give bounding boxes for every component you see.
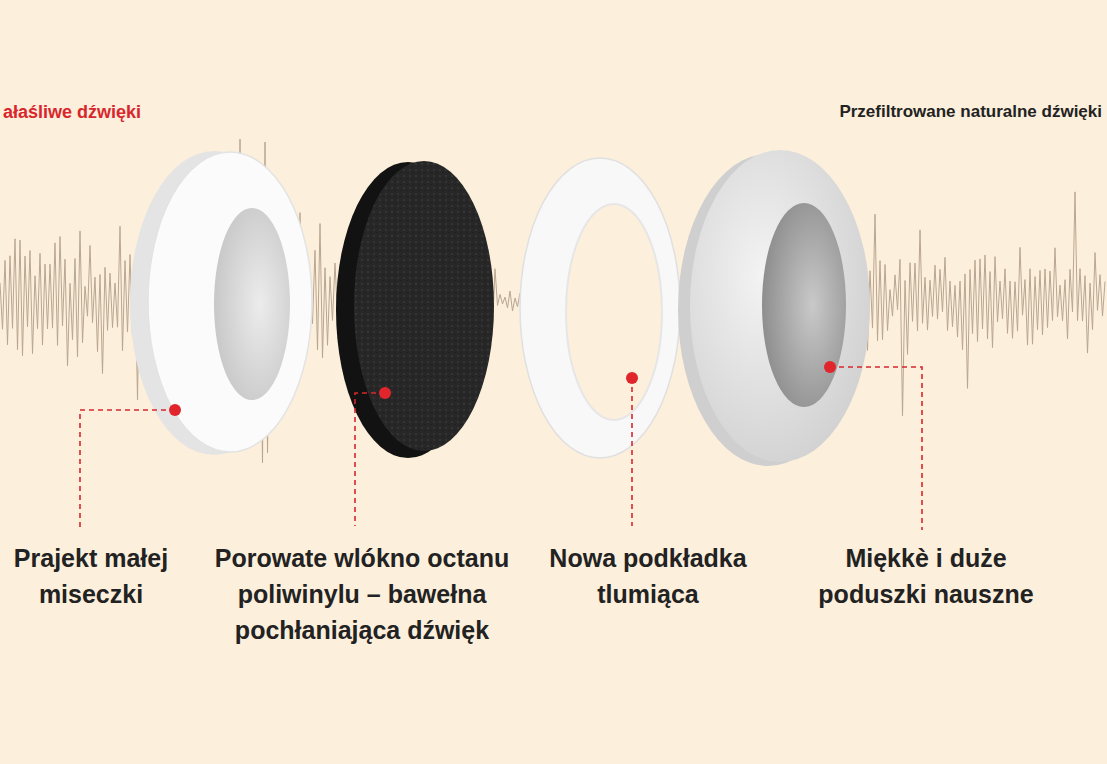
noise-label: ałaśliwe dźwięki bbox=[3, 100, 203, 124]
cup-ring bbox=[130, 151, 312, 455]
ear-cushion bbox=[678, 150, 870, 466]
damping-ring bbox=[520, 158, 680, 458]
part-label: Prajekt małej miseczki bbox=[3, 540, 179, 612]
foam-disc bbox=[336, 161, 494, 458]
sound-wave bbox=[0, 139, 1105, 463]
part-label: Nowa podkładka tlumiąca bbox=[520, 540, 776, 612]
leader-lines bbox=[80, 367, 922, 530]
part-label: Miękkè i duże poduszki nauszne bbox=[790, 540, 1062, 612]
leader-dots bbox=[169, 361, 836, 416]
part-label: Porowate wlókno octanu poliwinylu – bawe… bbox=[212, 540, 512, 648]
filtered-label: Przefiltrowane naturalne dźwięki bbox=[760, 100, 1102, 124]
sound-wave-line bbox=[0, 139, 1105, 463]
